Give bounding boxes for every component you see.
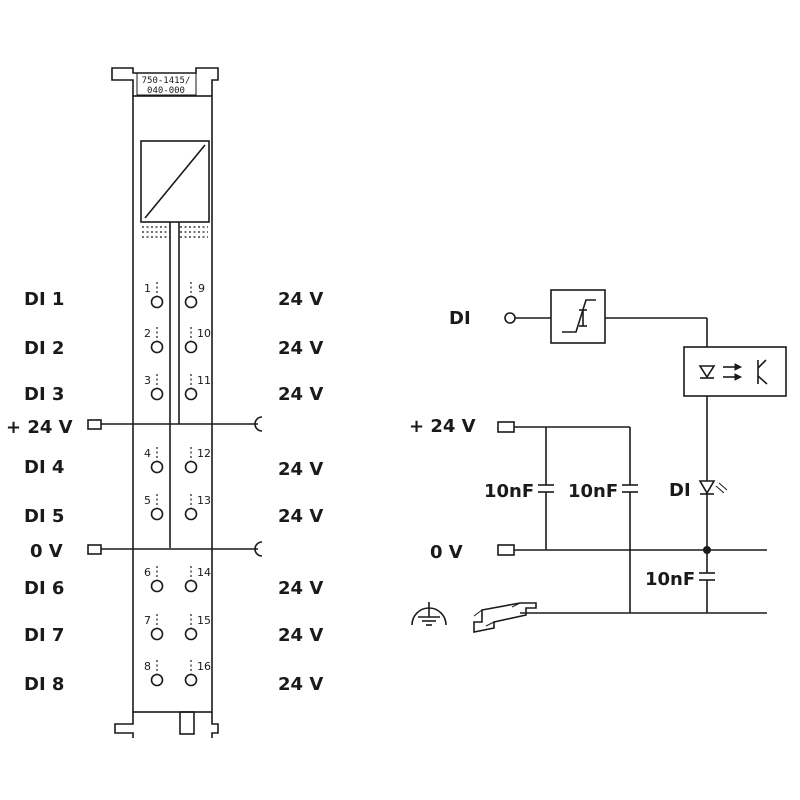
terminal-number: 13: [197, 494, 211, 507]
contact-4: [150, 447, 164, 474]
contact-13: [184, 494, 198, 521]
label-plus24: + 24 V: [6, 417, 73, 438]
schematic-plus24-label: + 24 V: [409, 416, 476, 437]
plus24-contact: [87, 419, 102, 430]
part-number-tag: [136, 72, 197, 96]
di-input-terminal: [504, 312, 516, 324]
contact-15: [184, 614, 198, 641]
schematic-zero-terminal: [497, 544, 515, 556]
label-24v-1: 24 V: [278, 289, 323, 310]
label-24v-5: 24 V: [278, 506, 323, 527]
label-24v-3: 24 V: [278, 384, 323, 405]
terminal-number: 9: [198, 282, 205, 295]
terminal-numbers: 1 2 3 4 5 6 7 8 9 10 11 12 13 14 15 16: [144, 282, 211, 673]
terminal-number: 3: [144, 374, 151, 387]
label-di4: DI 4: [24, 457, 64, 478]
terminal-number: 10: [197, 327, 211, 340]
zero-contact: [87, 544, 102, 555]
din-rail-icon: [473, 602, 537, 633]
contact-8: [150, 660, 164, 687]
label-24v-7: 24 V: [278, 625, 323, 646]
label-24v-8: 24 V: [278, 674, 323, 695]
terminal-number: 14: [197, 566, 211, 579]
contact-11: [184, 374, 198, 401]
terminal-number: 11: [197, 374, 211, 387]
cap2-label: 10nF: [568, 481, 618, 502]
contact-16: [184, 660, 198, 687]
right-labels: 24 V 24 V 24 V 24 V 24 V 24 V 24 V 24 V: [278, 289, 323, 695]
terminal-number: 1: [144, 282, 151, 295]
input-schematic: DI DI 10nF: [409, 289, 787, 633]
input-filter-block: [550, 289, 606, 344]
contact-3: [150, 374, 164, 401]
electronics-block: [140, 140, 210, 223]
led-label: DI: [669, 480, 691, 501]
pin-comb: [142, 226, 208, 238]
cap1-label: 10nF: [484, 481, 534, 502]
label-di7: DI 7: [24, 625, 64, 646]
schematic-zero-label: 0 V: [430, 542, 463, 563]
schematic-plus24-terminal: [497, 421, 515, 433]
status-led-icon: [698, 480, 716, 495]
opto-led-icon: [698, 365, 716, 379]
left-labels: DI 1 DI 2 DI 3 + 24 V DI 4 DI 5 0 V DI 6…: [6, 289, 73, 695]
terminal-number: 7: [144, 614, 151, 627]
terminal-number: 12: [197, 447, 211, 460]
label-di5: DI 5: [24, 506, 64, 527]
module-housing: [132, 95, 213, 713]
label-24v-4: 24 V: [278, 459, 323, 480]
contact-7: [150, 614, 164, 641]
terminal-number: 6: [144, 566, 151, 579]
terminal-contacts: [150, 282, 198, 687]
label-di1: DI 1: [24, 289, 64, 310]
contact-9: [184, 282, 198, 309]
power-jumpers: [87, 416, 263, 557]
terminal-number: 5: [144, 494, 151, 507]
contact-12: [184, 447, 198, 474]
part-number-line2: 040-000: [147, 86, 185, 96]
label-di3: DI 3: [24, 384, 64, 405]
contact-1: [150, 282, 164, 309]
contact-2: [150, 327, 164, 354]
part-number-line1: 750-1415/: [142, 76, 191, 86]
terminal-number: 8: [144, 660, 151, 673]
terminal-number: 2: [144, 327, 151, 340]
contact-14: [184, 566, 198, 593]
label-di2: DI 2: [24, 338, 64, 359]
terminal-number: 4: [144, 447, 151, 460]
terminal-number: 15: [197, 614, 211, 627]
io-module: 750-1415/ 040-000: [111, 67, 219, 738]
contact-10: [184, 327, 198, 354]
terminal-number: 16: [197, 660, 211, 673]
protective-earth-icon: [411, 602, 447, 626]
schematic-di-label: DI: [449, 308, 471, 329]
label-zero: 0 V: [30, 541, 63, 562]
contact-6: [150, 566, 164, 593]
label-24v-6: 24 V: [278, 578, 323, 599]
label-24v-2: 24 V: [278, 338, 323, 359]
contact-5: [150, 494, 164, 521]
cap3-label: 10nF: [645, 569, 695, 590]
label-di8: DI 8: [24, 674, 64, 695]
optocoupler: [683, 346, 787, 397]
label-di6: DI 6: [24, 578, 64, 599]
